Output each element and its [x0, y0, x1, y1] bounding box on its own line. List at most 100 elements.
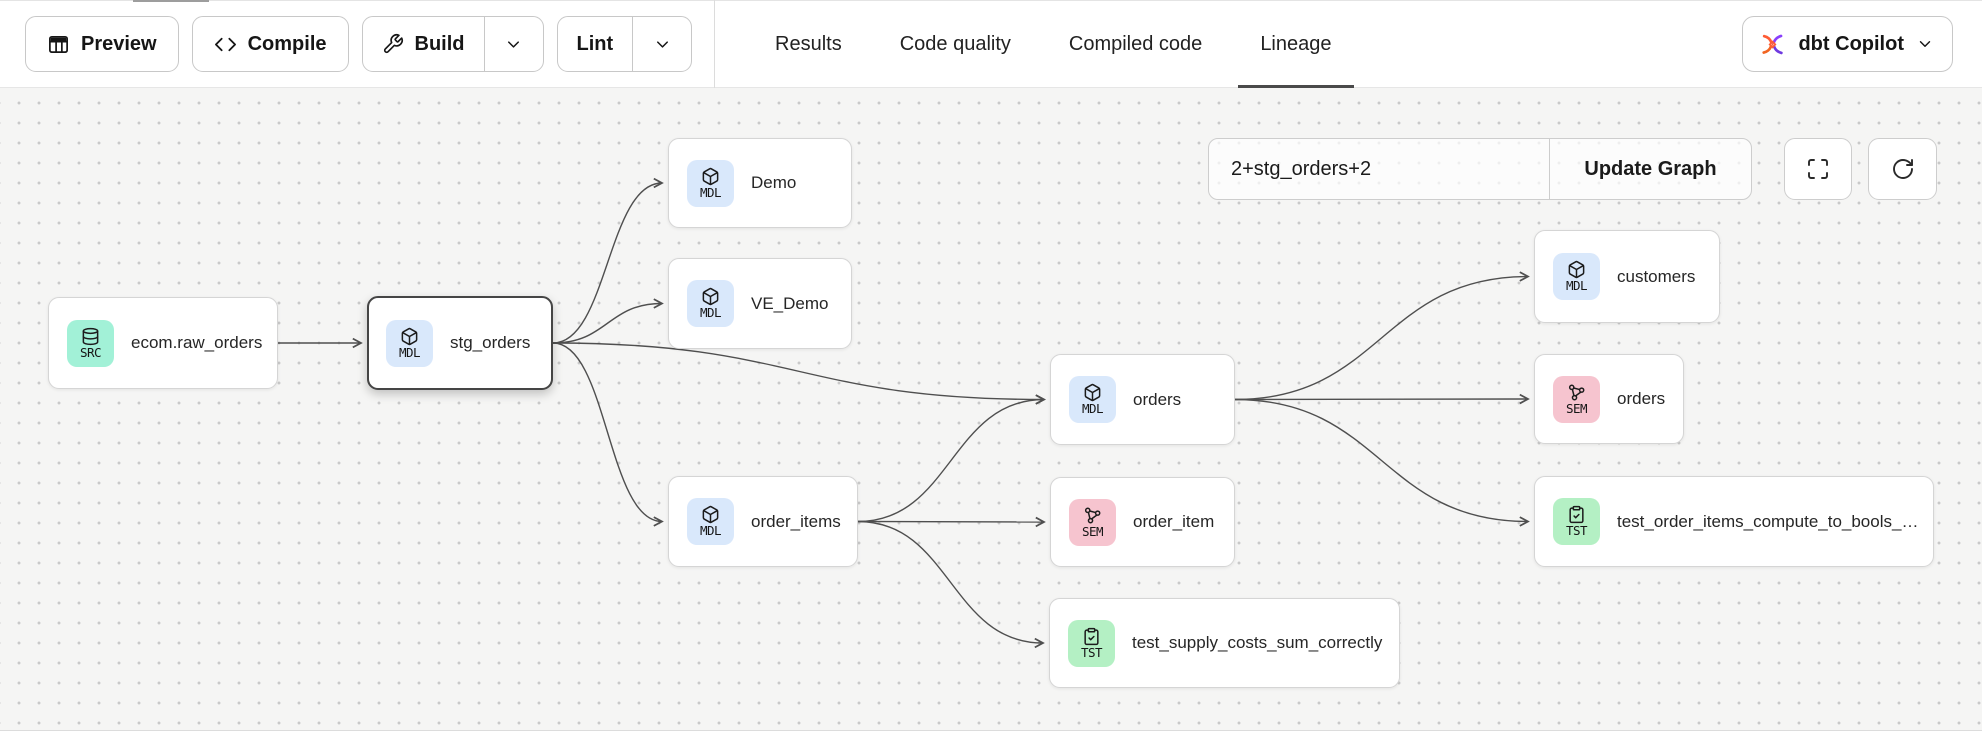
lineage-node-demo[interactable]: MDL Demo: [668, 138, 852, 228]
code-icon: [214, 37, 236, 51]
node-type-badge: MDL: [1553, 253, 1600, 300]
model-selector-input[interactable]: [1209, 139, 1549, 199]
tab-lineage-label: Lineage: [1260, 32, 1332, 55]
node-type-badge: SEM: [1553, 375, 1600, 423]
lineage-node-order_item_sem[interactable]: SEM order_item: [1050, 477, 1235, 567]
build-label: Build: [414, 32, 465, 55]
node-type-label: MDL: [1081, 401, 1104, 416]
edge-stg_orders-to-orders_mdl: [552, 342, 1046, 405]
chevron-down-icon: [656, 40, 668, 48]
node-type-label: MDL: [1565, 278, 1588, 293]
lineage-node-stg_orders[interactable]: MDL stg_orders: [367, 296, 553, 390]
fullscreen-icon: [1808, 159, 1828, 179]
tab-results-label: Results: [775, 32, 842, 55]
lineage-canvas[interactable]: Update Graph SRCecom.raw_ordersMDLstg_or…: [0, 88, 1982, 739]
edge-stg_orders-to-demo: [552, 177, 664, 344]
lint-split-button: Lint: [556, 16, 693, 72]
node-type-badge: MDL: [386, 319, 433, 367]
fullscreen-button[interactable]: [1784, 138, 1852, 200]
model-icon: [702, 287, 719, 306]
node-label: Demo: [751, 173, 797, 192]
node-label: stg_orders: [450, 333, 531, 352]
semantic-model-icon: [1084, 507, 1101, 523]
lint-label: Lint: [576, 32, 614, 55]
test-icon: [1084, 627, 1099, 645]
edge-orders_mdl-to-customers: [1234, 271, 1530, 401]
lineage-node-ve_demo[interactable]: MDL VE_Demo: [668, 258, 852, 349]
preview-button[interactable]: Preview: [25, 16, 179, 72]
edge-order_items-to-orders_mdl: [857, 394, 1046, 523]
chevron-down-icon: [1919, 41, 1931, 47]
tab-compiled-code-label: Compiled code: [1068, 32, 1203, 55]
top-hairline: [0, 0, 1982, 1]
dbt-copilot-icon: [1762, 34, 1784, 54]
lineage-node-customers[interactable]: MDL customers: [1534, 230, 1720, 323]
node-type-label: MDL: [699, 184, 722, 200]
model-icon: [1568, 260, 1585, 279]
edge-order_items-to-order_item_sem: [857, 516, 1046, 528]
edge-stg_orders-to-order_items: [552, 342, 664, 527]
node-type-label: MDL: [699, 305, 722, 320]
node-type-label: SEM: [1565, 400, 1588, 416]
node-type-badge: TST: [1553, 498, 1600, 545]
build-button[interactable]: Build: [363, 17, 484, 71]
node-label: VE_Demo: [751, 293, 829, 313]
source-icon: [82, 327, 99, 345]
node-label: ecom.raw_orders: [131, 333, 263, 352]
edge-stg_orders-to-ve_demo: [552, 298, 664, 344]
node-type-badge: MDL: [687, 498, 734, 545]
lint-dropdown-button[interactable]: [632, 17, 691, 71]
node-label: orders: [1617, 389, 1666, 408]
refresh-icon: [1892, 159, 1913, 179]
node-label: order_item: [1133, 512, 1215, 531]
test-icon: [1569, 505, 1584, 524]
toolbar-tabs-divider: [714, 0, 715, 88]
dbt-copilot-button[interactable]: dbt Copilot: [1742, 16, 1953, 72]
build-dropdown-button[interactable]: [483, 17, 543, 71]
node-type-label: SEM: [1081, 523, 1104, 539]
compile-label: Compile: [247, 32, 327, 55]
lineage-node-order_items[interactable]: MDL order_items: [668, 476, 858, 567]
update-graph-button[interactable]: Update Graph: [1549, 139, 1751, 199]
canvas-bottom-edge: [0, 730, 1982, 739]
node-label: orders: [1133, 389, 1182, 409]
node-label: test_supply_costs_sum_correctly: [1132, 633, 1383, 652]
build-split-button: Build: [361, 16, 544, 72]
node-type-label: MDL: [398, 344, 421, 360]
toolbar-button-group: Preview Compile Build Lint: [25, 16, 693, 72]
node-type-badge: SEM: [1069, 498, 1116, 546]
table-icon: [49, 35, 68, 53]
semantic-model-icon: [1568, 384, 1585, 400]
edge-orders_mdl-to-test_order_items: [1234, 398, 1530, 527]
tab-results[interactable]: Results: [753, 0, 864, 88]
node-type-label: MDL: [699, 523, 722, 538]
lint-button[interactable]: Lint: [558, 17, 633, 71]
tab-lineage[interactable]: Lineage: [1238, 0, 1354, 88]
tab-compiled-code[interactable]: Compiled code: [1047, 0, 1224, 88]
edge-orders_mdl-to-orders_sem: [1234, 393, 1530, 405]
node-type-badge: MDL: [687, 159, 734, 207]
model-icon: [1084, 383, 1101, 402]
wrench-icon: [383, 34, 403, 54]
lineage-node-orders_mdl[interactable]: MDL orders: [1050, 354, 1235, 445]
compile-button[interactable]: Compile: [191, 16, 349, 72]
preview-label: Preview: [81, 32, 157, 55]
node-type-badge: MDL: [1069, 376, 1116, 423]
node-type-badge: SRC: [67, 319, 114, 367]
tab-code-quality-label: Code quality: [899, 32, 1011, 55]
node-label: customers: [1617, 266, 1696, 286]
node-type-label: TST: [1565, 523, 1588, 538]
tab-code-quality[interactable]: Code quality: [878, 0, 1033, 88]
lineage-node-orders_sem[interactable]: SEM orders: [1534, 354, 1684, 444]
node-label: order_items: [751, 511, 841, 531]
lineage-node-raw_orders[interactable]: SRC ecom.raw_orders: [48, 297, 278, 389]
result-tabs: Results Code quality Compiled code Linea…: [753, 0, 1354, 88]
top-toolbar: Preview Compile Build Lint: [0, 0, 1982, 88]
refresh-graph-button[interactable]: [1868, 138, 1937, 200]
model-icon: [401, 327, 418, 345]
model-selector-bar: Update Graph: [1208, 138, 1752, 200]
model-icon: [702, 505, 719, 524]
node-type-label: SRC: [79, 344, 102, 360]
